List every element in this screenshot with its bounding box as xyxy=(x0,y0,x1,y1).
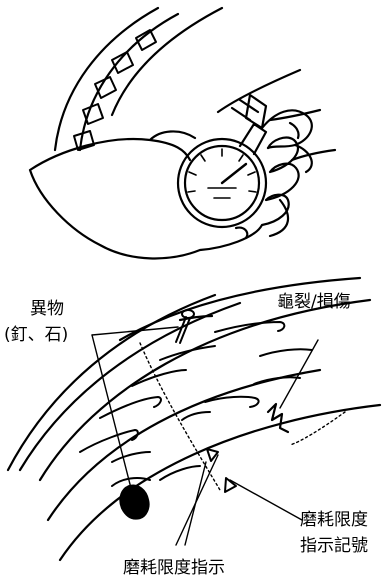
rim-arc-2 xyxy=(268,108,322,122)
nail-icon xyxy=(175,309,195,344)
rim-arc-1 xyxy=(216,68,302,114)
label-foreign-object-detail: (釘、石) xyxy=(4,325,68,345)
gauge-neck xyxy=(238,122,268,156)
fingertip-right xyxy=(293,143,313,174)
label-foreign-object: 異物 xyxy=(30,299,64,319)
tire-inner-arc xyxy=(110,6,224,117)
sidewall-arc xyxy=(58,403,382,562)
label-wear-limit-indicator: 磨耗限度指示 xyxy=(123,558,225,578)
tire-shoulder-arc xyxy=(118,276,362,342)
tread-edge-arc-1 xyxy=(6,293,217,472)
rim-arc-3 xyxy=(290,148,337,162)
tire-pressure-check-illustration xyxy=(28,6,337,260)
tire-outer-arc xyxy=(53,6,160,152)
label-crack-damage: 龜裂/損傷 xyxy=(277,292,351,312)
tread-grooves xyxy=(79,321,313,481)
sidewall-arc-2 xyxy=(46,368,322,522)
thumb xyxy=(260,109,313,150)
label-wear-limit-mark-line2: 指示記號 xyxy=(300,536,368,556)
gauge-dial xyxy=(176,137,268,229)
tread-blocks xyxy=(73,29,157,151)
hand xyxy=(28,130,300,260)
tire-tread-arc xyxy=(78,12,180,152)
gauge-needle xyxy=(220,162,248,185)
wear-limit-triangle-1 xyxy=(206,448,219,462)
label-wear-limit-mark-line1: 磨耗限度 xyxy=(300,510,368,530)
gauge-ticks xyxy=(187,148,257,193)
tire-tread-inspection-illustration xyxy=(6,276,382,562)
stone-icon xyxy=(119,484,150,520)
tread-outer-arc xyxy=(38,298,372,482)
leader-lines xyxy=(91,326,319,546)
wear-limit-triangle-2 xyxy=(224,477,237,493)
crack-damage-mark xyxy=(266,402,290,434)
wear-indicator-line xyxy=(139,342,221,491)
